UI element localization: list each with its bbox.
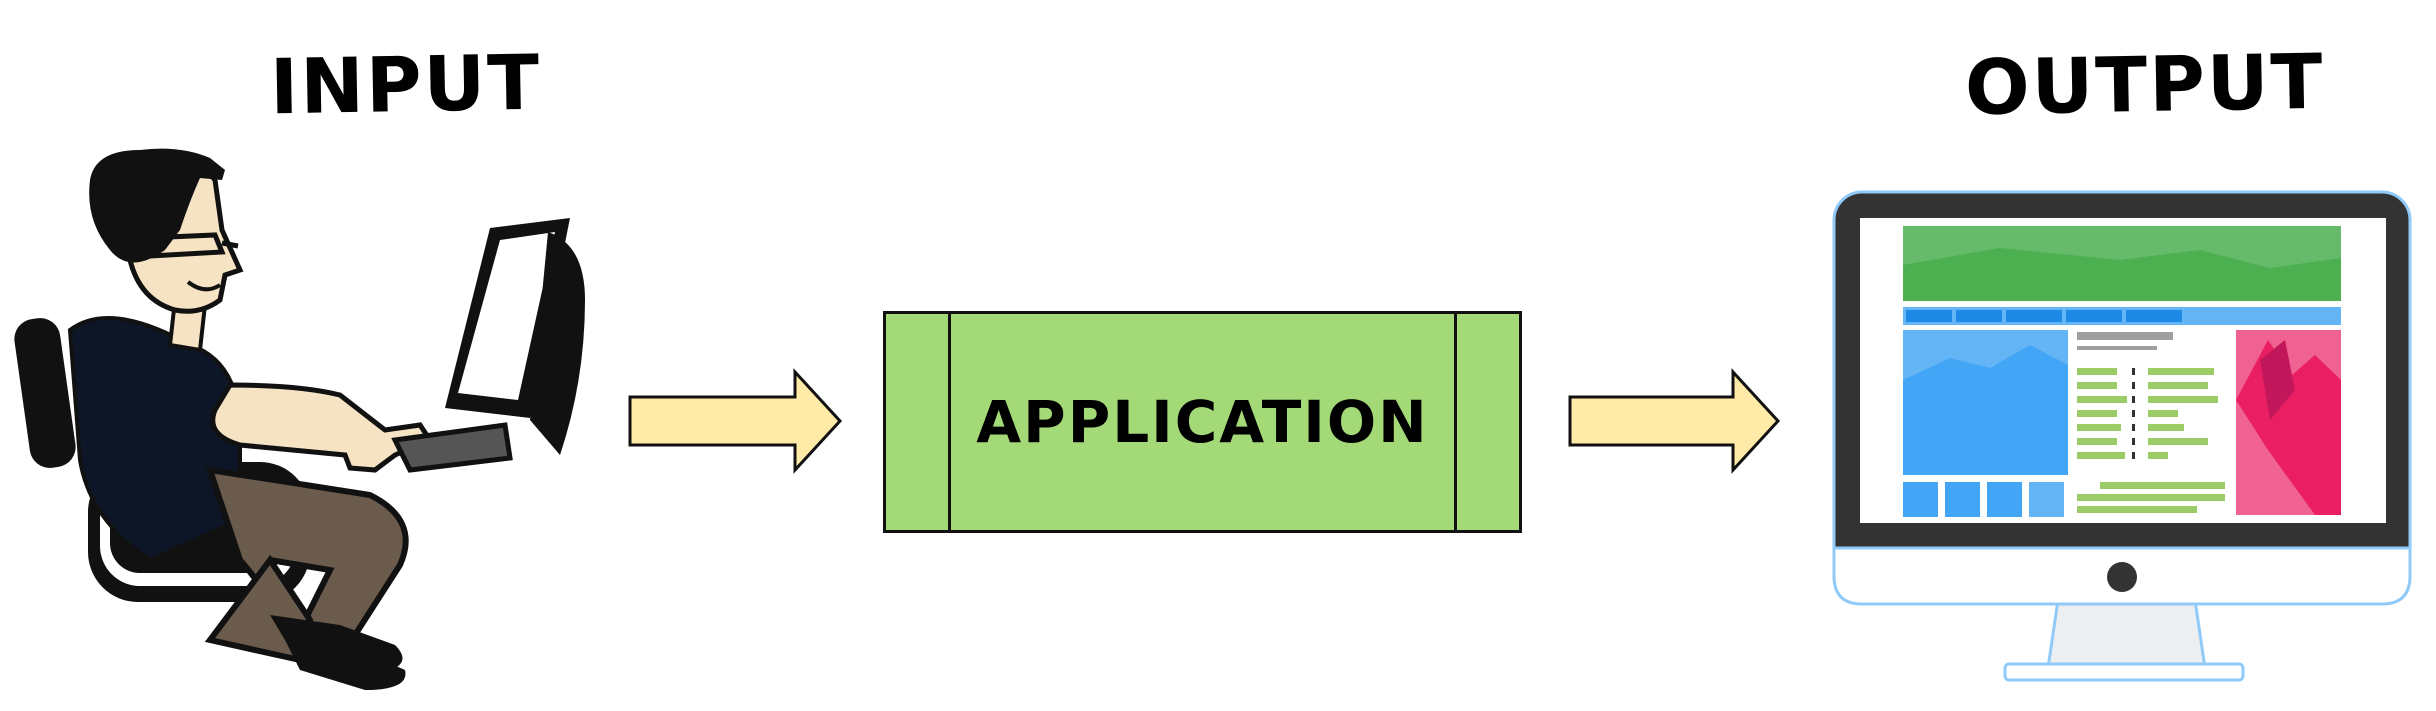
person-at-laptop-icon [12,149,585,690]
desktop-monitor-icon [1834,192,2410,680]
arrow-input-to-application [630,372,840,470]
application-box: APPLICATION [883,311,1522,533]
output-title: OUTPUT [1964,37,2325,132]
input-title: INPUT [269,38,542,132]
arrow-application-to-output [1570,372,1778,470]
application-label: APPLICATION [886,314,1519,530]
